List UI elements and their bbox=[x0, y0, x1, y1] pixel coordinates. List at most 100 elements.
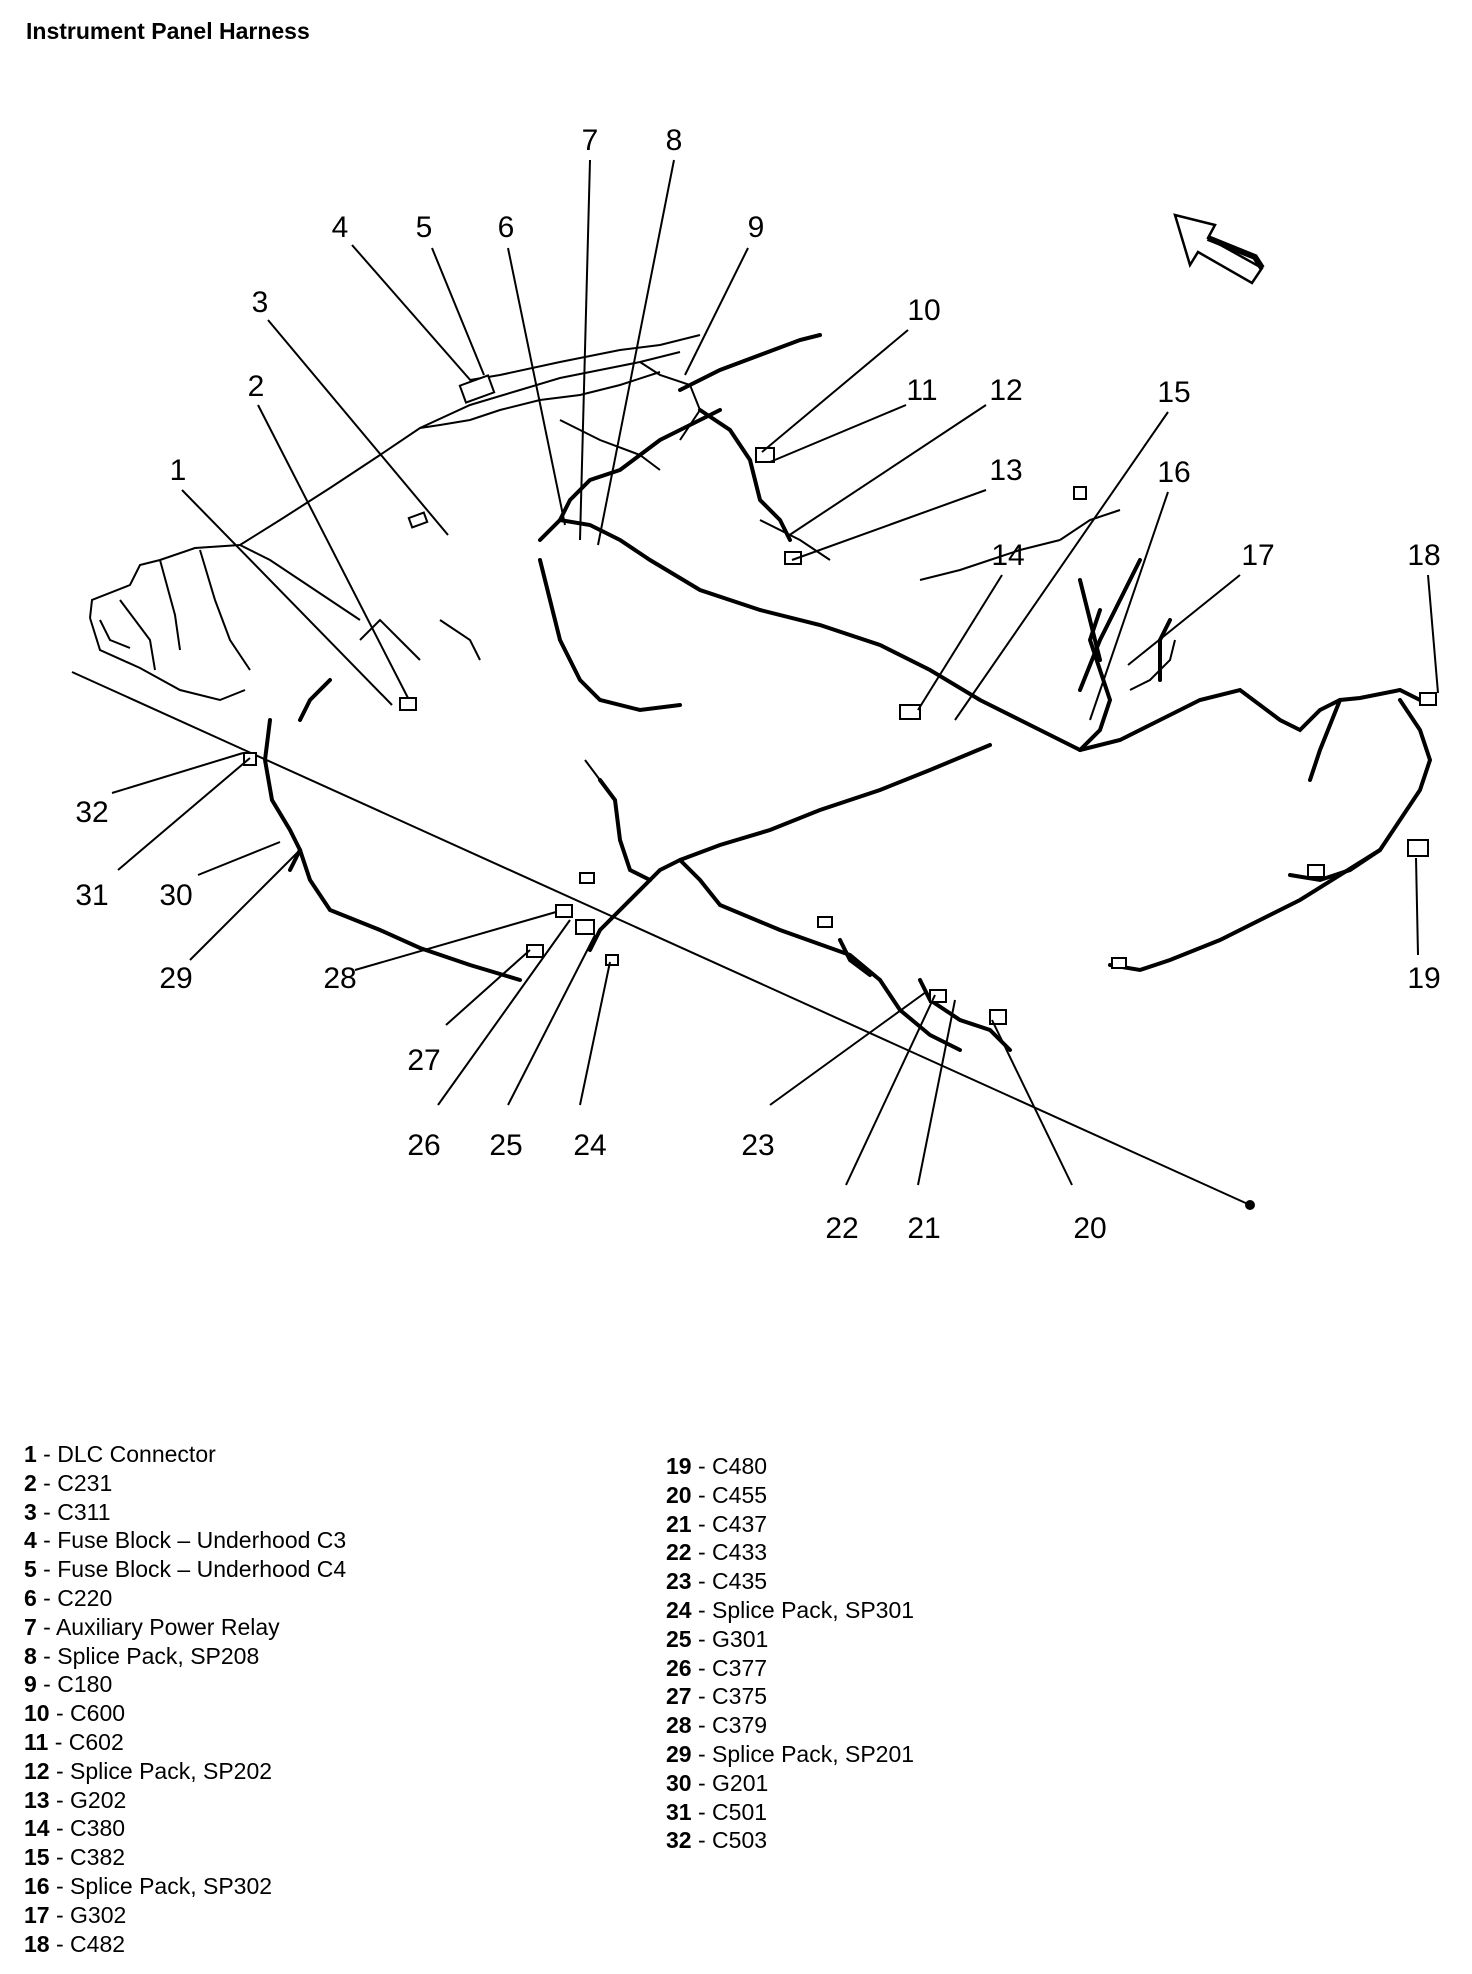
legend-right-column: 19 - C480 20 - C455 21 - C437 22 - C433 … bbox=[666, 1452, 914, 1855]
legend-separator: - bbox=[691, 1654, 713, 1681]
connectors bbox=[243, 374, 1437, 1210]
harness-wires bbox=[262, 333, 1433, 1052]
connector-c375 bbox=[526, 944, 544, 958]
callout-number: 29 bbox=[159, 962, 192, 995]
connector-c220 bbox=[407, 511, 429, 529]
legend-number: 5 bbox=[24, 1556, 37, 1583]
legend-description: C600 bbox=[70, 1700, 126, 1727]
harness-diagram: 1 2 3 4 5 6 7 8 9 10 11 12 13 14 15 16 1… bbox=[71, 124, 1441, 1245]
legend-number: 28 bbox=[666, 1712, 692, 1739]
legend-separator: - bbox=[36, 1671, 58, 1698]
legend-item: 31 - C501 bbox=[666, 1798, 914, 1827]
callout-number: 3 bbox=[252, 286, 269, 319]
legend-separator: - bbox=[36, 1441, 58, 1467]
connector-misc-2 bbox=[1111, 957, 1127, 969]
legend-separator: - bbox=[36, 1469, 58, 1496]
legend-item: 5 - Fuse Block – Underhood C4 bbox=[24, 1555, 346, 1584]
legend-item: 32 - C503 bbox=[666, 1826, 914, 1855]
callout-number: 17 bbox=[1241, 539, 1274, 572]
legend-separator: - bbox=[36, 1642, 58, 1669]
connector-g301 bbox=[605, 954, 619, 966]
legend-item: 2 - C231 bbox=[24, 1469, 346, 1498]
legend-description: Splice Pack, SP301 bbox=[712, 1596, 915, 1623]
legend-item: 30 - G201 bbox=[666, 1769, 914, 1798]
connector-fuse-block bbox=[458, 374, 496, 404]
legend-separator: - bbox=[49, 1786, 71, 1813]
legend-separator: - bbox=[49, 1844, 71, 1871]
floor-reference-line bbox=[71, 671, 1251, 1206]
legend-description: Auxiliary Power Relay bbox=[55, 1613, 280, 1640]
legend-number: 10 bbox=[24, 1700, 50, 1727]
legend-description: C503 bbox=[712, 1827, 768, 1854]
legend-description: C311 bbox=[57, 1498, 111, 1525]
legend-item: 12 - Splice Pack, SP202 bbox=[24, 1757, 346, 1786]
legend-description: C180 bbox=[57, 1671, 113, 1698]
legend-description: C455 bbox=[712, 1481, 768, 1508]
legend-number: 6 bbox=[24, 1584, 37, 1611]
legend-number: 26 bbox=[666, 1654, 692, 1681]
legend-number: 8 bbox=[24, 1642, 37, 1669]
legend-item: 9 - C180 bbox=[24, 1670, 346, 1699]
callout-number: 28 bbox=[323, 962, 356, 995]
callout-number: 7 bbox=[582, 124, 599, 157]
callout-number: 11 bbox=[906, 374, 937, 407]
callout-number: 2 bbox=[248, 370, 265, 403]
connector-misc-5 bbox=[1073, 486, 1087, 500]
legend-item: 22 - C433 bbox=[666, 1538, 914, 1567]
legend-separator: - bbox=[48, 1728, 69, 1755]
legend-item: 15 - C382 bbox=[24, 1843, 346, 1872]
legend-description: C433 bbox=[712, 1539, 768, 1566]
legend-item: 17 - G302 bbox=[24, 1901, 346, 1930]
callout-labels: 1 2 3 4 5 6 7 8 9 10 11 12 13 14 15 16 1… bbox=[75, 124, 1440, 1245]
legend-description: C380 bbox=[70, 1815, 126, 1842]
connector-c600 bbox=[755, 447, 775, 463]
legend-item: 20 - C455 bbox=[666, 1481, 914, 1510]
legend-separator: - bbox=[691, 1596, 713, 1623]
connector-c380 bbox=[899, 704, 921, 720]
callout-number: 23 bbox=[741, 1129, 774, 1162]
callout-number: 26 bbox=[407, 1129, 440, 1162]
callout-number: 4 bbox=[332, 211, 349, 244]
legend-separator: - bbox=[691, 1625, 713, 1652]
legend-number: 12 bbox=[24, 1757, 50, 1784]
legend-item: 6 - C220 bbox=[24, 1584, 346, 1613]
connector-c482 bbox=[1419, 692, 1437, 706]
legend-description: G202 bbox=[70, 1786, 127, 1813]
callout-number: 32 bbox=[75, 796, 108, 829]
legend-separator: - bbox=[36, 1556, 58, 1583]
legend-item: 11 - C602 bbox=[24, 1728, 346, 1757]
legend-separator: - bbox=[691, 1712, 713, 1739]
legend-description: C480 bbox=[712, 1453, 768, 1479]
connector-c455 bbox=[989, 1009, 1007, 1025]
legend-number: 19 bbox=[666, 1453, 692, 1479]
legend-item: 7 - Auxiliary Power Relay bbox=[24, 1613, 346, 1642]
page-title: Instrument Panel Harness bbox=[26, 18, 310, 44]
callout-number: 22 bbox=[825, 1212, 858, 1245]
legend-item: 27 - C375 bbox=[666, 1682, 914, 1711]
callout-number: 10 bbox=[907, 294, 940, 327]
callout-number: 6 bbox=[498, 211, 515, 244]
legend-item: 18 - C482 bbox=[24, 1930, 346, 1959]
legend-separator: - bbox=[691, 1769, 713, 1796]
legend-description: C375 bbox=[712, 1683, 768, 1710]
legend-item: 21 - C437 bbox=[666, 1510, 914, 1539]
legend-item: 19 - C480 bbox=[666, 1452, 914, 1481]
legend-description: C382 bbox=[70, 1844, 126, 1871]
legend-description: C435 bbox=[712, 1568, 768, 1595]
legend-separator: - bbox=[36, 1527, 58, 1554]
legend-separator: - bbox=[49, 1757, 71, 1784]
legend-item: 24 - Splice Pack, SP301 bbox=[666, 1596, 914, 1625]
legend-description: C437 bbox=[712, 1510, 768, 1537]
legend-item: 4 - Fuse Block – Underhood C3 bbox=[24, 1526, 346, 1555]
legend-number: 21 bbox=[666, 1510, 692, 1537]
legend-item: 28 - C379 bbox=[666, 1711, 914, 1740]
legend-description: C220 bbox=[57, 1584, 113, 1611]
legend-number: 18 bbox=[24, 1930, 50, 1957]
legend-description: Splice Pack, SP201 bbox=[712, 1740, 915, 1767]
callout-number: 14 bbox=[991, 539, 1024, 572]
legend-separator: - bbox=[691, 1740, 713, 1767]
legend-separator: - bbox=[36, 1613, 56, 1640]
legend-number: 24 bbox=[666, 1596, 692, 1623]
legend-left-column: 1 - DLC Connector 2 - C231 3 - C311 4 - … bbox=[24, 1440, 346, 1958]
legend-item: 29 - Splice Pack, SP201 bbox=[666, 1740, 914, 1769]
